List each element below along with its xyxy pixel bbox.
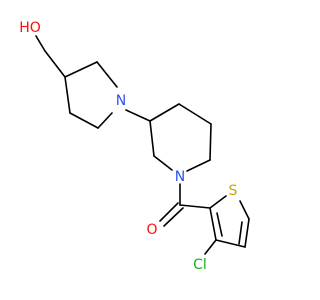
bond-ring2-e (153, 155, 173, 171)
bond-ring1-b (96, 61, 118, 88)
bond-ring2-a (149, 103, 180, 122)
bond-thio-c3-c2-inner (216, 212, 223, 237)
bond-thio-c4-c3 (215, 239, 246, 248)
bond-c3-cl (204, 239, 217, 255)
bond-thio-s-c5 (239, 200, 250, 220)
bond-ring2-d (186, 159, 211, 172)
piperidine-nitrogen-label: N (116, 93, 126, 109)
amide-nitrogen-label: N (175, 169, 185, 185)
bond-ring1-e (64, 76, 71, 114)
bond-ring2-c (209, 123, 212, 161)
bond-carbonyl-double-1 (159, 202, 179, 222)
bond-o-ch2 (35, 35, 46, 52)
bond-ring1-a (64, 61, 98, 78)
bond-ring2-b (178, 103, 212, 125)
bond-ch2-c4 (44, 50, 66, 78)
bond-ring1-d (69, 112, 99, 129)
molecule-canvas: HO N N O S Cl (19, 20, 250, 273)
bond-thio-c5-c4-inner (238, 221, 243, 245)
bond-carbonyl-double-2 (163, 207, 184, 227)
atom-labels: HO N N O S Cl (19, 20, 237, 273)
chlorine-label: Cl (193, 257, 207, 273)
bond-thio-c5-c4 (244, 218, 250, 248)
bond-ring2-f (149, 120, 155, 157)
bond-carbonyl-thiophene (179, 204, 211, 209)
bond-thio-c3-c2 (209, 207, 217, 241)
bond-n-ring2 (125, 109, 151, 122)
bonds (35, 35, 250, 255)
carbonyl-oxygen-label: O (146, 222, 157, 238)
bond-ring1-c (97, 112, 113, 129)
structure-diagram: HO N N O S Cl (19, 20, 250, 273)
bond-thio-c2-s (209, 195, 227, 209)
hydroxyl-label: HO (19, 20, 41, 36)
thiophene-sulfur-label: S (229, 183, 238, 199)
